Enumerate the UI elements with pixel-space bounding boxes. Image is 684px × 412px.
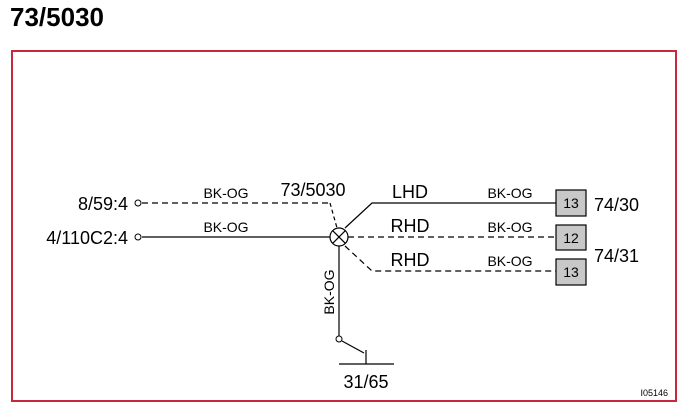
- figure-id: I05146: [640, 388, 668, 398]
- variant-label-rhd-lower: RHD: [391, 250, 430, 270]
- variant-label-lhd: LHD: [392, 182, 428, 202]
- splice-label: 73/5030: [280, 180, 345, 200]
- terminal-label-4-110c2-4: 4/110C2:4: [46, 228, 128, 248]
- connector-label-74-30: 74/30: [594, 195, 639, 215]
- terminal-dot-8-59-4: [134, 199, 142, 207]
- wire-lhd: [344, 202, 556, 229]
- wire-color-label-top-left: BK-OG: [203, 185, 248, 201]
- pin-number-74-31-12: 12: [563, 230, 579, 246]
- pin-box-74-31-13: [555, 258, 587, 286]
- pin-number-74-30-13: 13: [563, 195, 579, 211]
- pin-box-74-31-12: [555, 224, 587, 251]
- terminal-dot-ground: [335, 335, 343, 343]
- pin-box-74-30-13: [555, 189, 587, 217]
- wire-color-label-rhd-12: BK-OG: [487, 219, 532, 235]
- ground-switch-arm: [341, 340, 365, 354]
- terminal-label-8-59-4: 8/59:4: [78, 194, 128, 214]
- variant-label-rhd-upper: RHD: [391, 216, 430, 236]
- wire-8-59-4-diag: [329, 202, 338, 229]
- ground-label: 31/65: [343, 372, 388, 392]
- wire-color-label-lhd: BK-OG: [487, 185, 532, 201]
- diagram-frame: [11, 50, 677, 402]
- page-title: 73/5030: [10, 2, 104, 32]
- splice-symbol: [329, 227, 349, 247]
- wire-color-label-ground: BK-OG: [321, 269, 337, 314]
- wire-rhd-13: [344, 245, 556, 272]
- pin-number-74-31-13: 13: [563, 264, 579, 280]
- terminal-dot-4-110c2-4: [134, 233, 142, 241]
- wire-color-label-rhd-13: BK-OG: [487, 253, 532, 269]
- connector-label-74-31: 74/31: [594, 246, 639, 266]
- wire-color-label-mid-left: BK-OG: [203, 219, 248, 235]
